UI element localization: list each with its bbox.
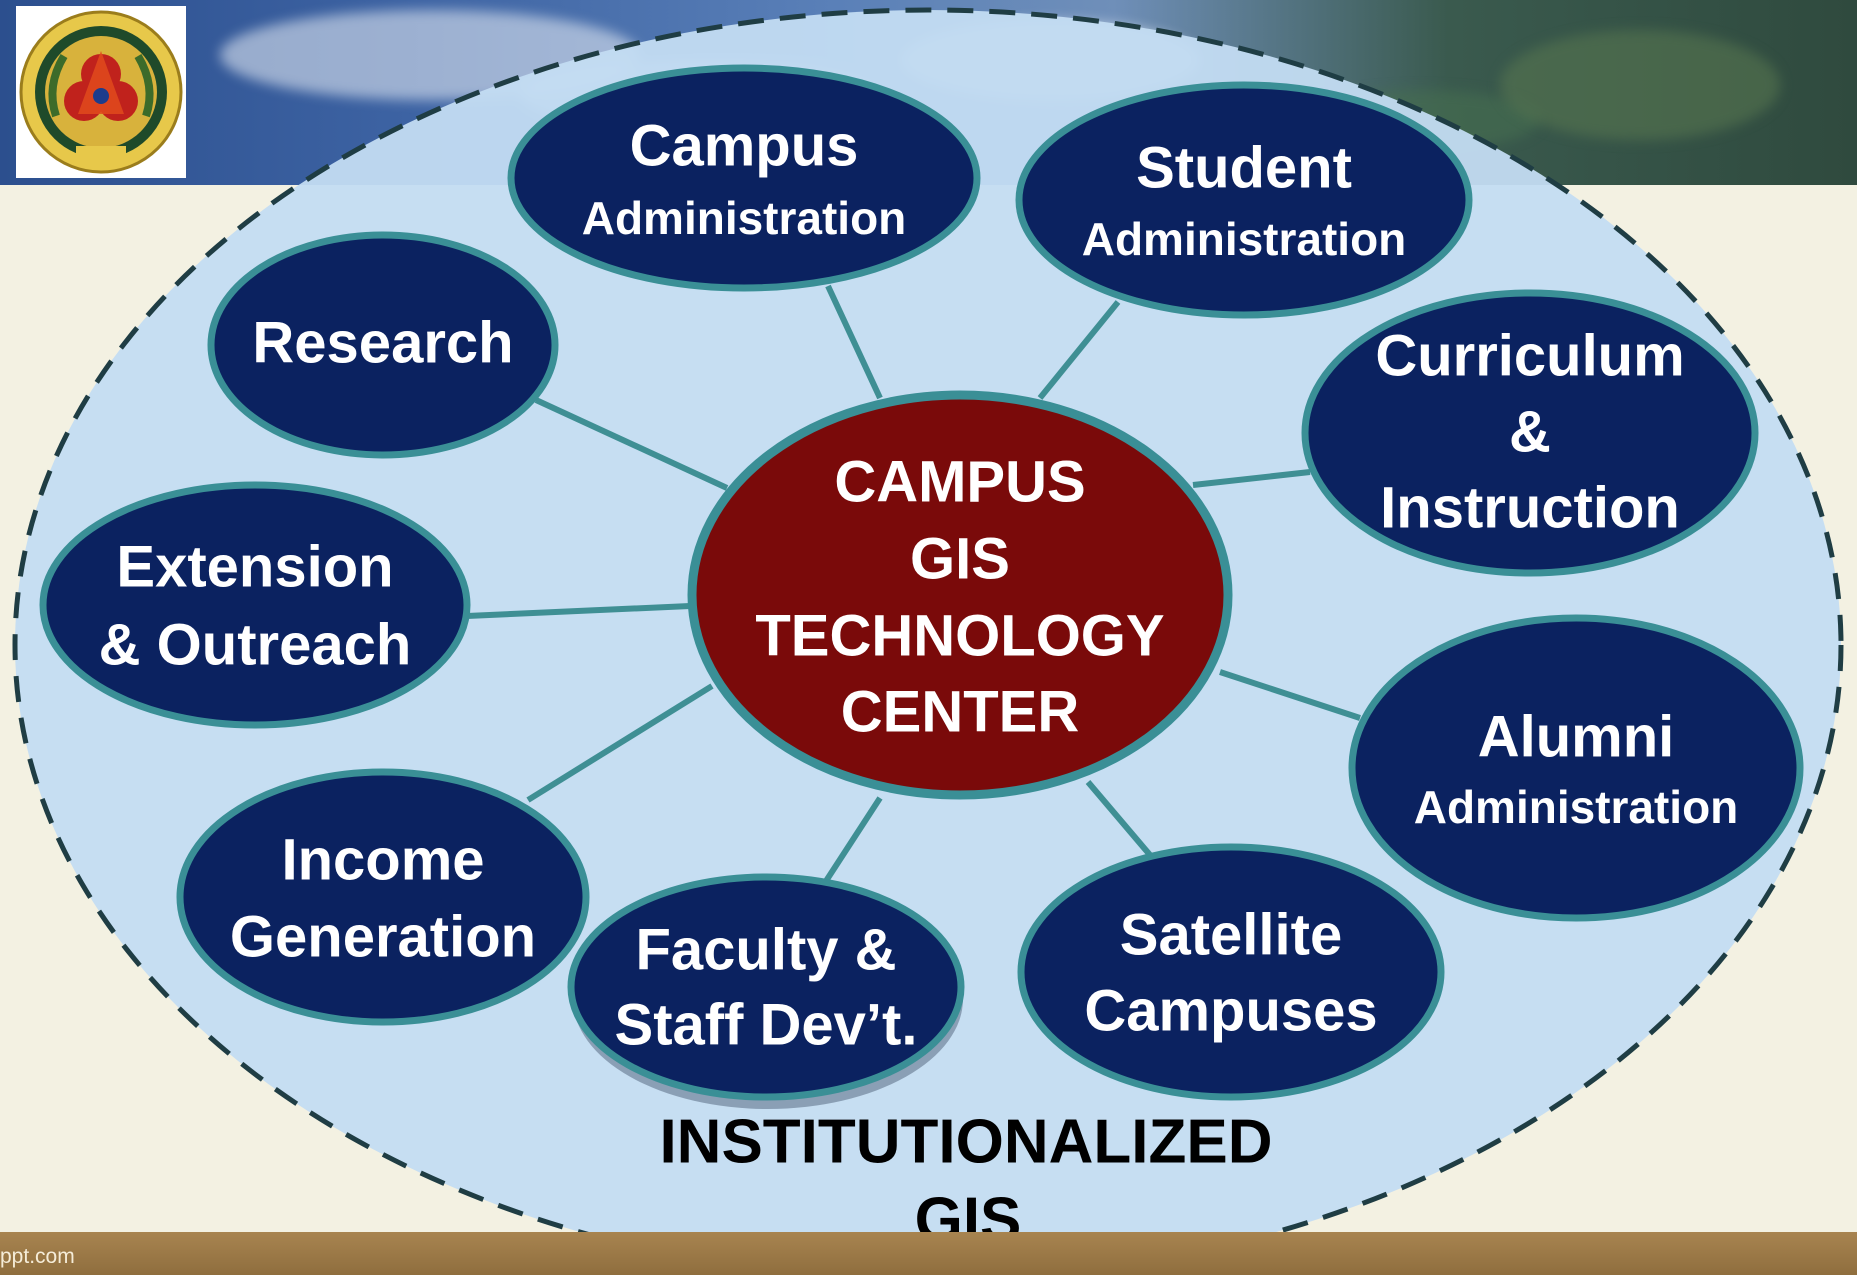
node-label: Campuses (1084, 978, 1377, 1043)
node-label: Administration (1414, 781, 1739, 833)
node-label: Student (1136, 135, 1352, 200)
connector-research (534, 397, 729, 491)
node-label: & (1509, 399, 1551, 464)
node-label: Faculty & (635, 917, 896, 982)
node-bubble (207, 231, 559, 459)
node-bubble (1015, 81, 1473, 319)
center-label: TECHNOLOGY (755, 603, 1164, 668)
node-label: Campus (630, 113, 859, 178)
node-label: Extension (116, 534, 393, 599)
node-curriculum-instruction: Curriculum & Instruction (1301, 289, 1759, 577)
node-extension-outreach: Extension & Outreach (39, 481, 471, 729)
node-label: Staff Dev’t. (615, 992, 918, 1057)
nodes: CampusAdministrationStudentAdministratio… (39, 64, 1804, 1109)
footer-bar (0, 1232, 1857, 1275)
node-label: & Outreach (99, 612, 412, 677)
node-bubble (1348, 614, 1804, 922)
node-bubble (39, 481, 471, 729)
connector-campus-administration (825, 284, 883, 400)
node-label: Generation (230, 904, 536, 969)
organization-logo (16, 6, 186, 178)
node-label: Research (252, 310, 513, 375)
node-faculty-staff: Faculty & Staff Dev’t. (567, 873, 965, 1109)
node-bubble (1301, 289, 1759, 577)
node-label: Alumni (1478, 704, 1675, 769)
connector-alumni-administration (1219, 669, 1361, 721)
center-label: GIS (910, 526, 1010, 591)
node-label: Administration (582, 192, 907, 244)
node-label: Income (281, 827, 484, 892)
connector-student-administration (1037, 300, 1121, 400)
node-label: Administration (1082, 213, 1407, 265)
node-label: Curriculum (1375, 323, 1684, 388)
center-node: CAMPUS GIS TECHNOLOGY CENTER (687, 390, 1233, 800)
node-research: Research (207, 231, 559, 459)
center-label: CENTER (841, 679, 1079, 744)
caption-line: INSTITUTIONALIZED (659, 1107, 1272, 1176)
node-bubble (176, 768, 590, 1026)
connector-extension-outreach (466, 603, 691, 619)
center-label: CAMPUS (834, 449, 1085, 514)
footer-text: ppt.com (0, 1245, 75, 1268)
connector-satellite-campuses (1085, 780, 1153, 857)
node-bubble (567, 873, 965, 1101)
node-label: Satellite (1120, 902, 1342, 967)
connectors (466, 284, 1361, 883)
center-bubble (687, 390, 1233, 800)
connector-curriculum-instruction (1192, 469, 1311, 488)
node-bubble (507, 64, 981, 292)
connector-faculty-staff (823, 796, 883, 883)
node-label: Instruction (1380, 475, 1680, 540)
node-bubble (1017, 843, 1445, 1101)
connector-income-generation (526, 683, 714, 803)
